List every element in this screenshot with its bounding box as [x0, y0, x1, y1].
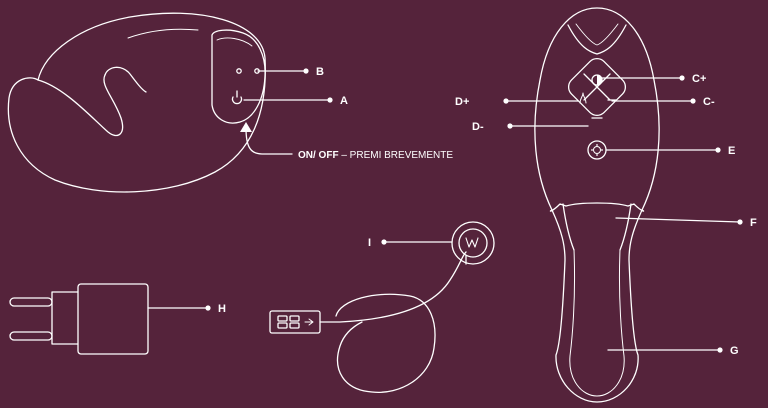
leader-Dplus-dot [503, 98, 509, 104]
leader-F [615, 217, 741, 223]
leader-G-dot [717, 347, 723, 353]
power-icon [231, 90, 243, 105]
button-cluster [567, 57, 627, 160]
onoff-arrow [245, 127, 293, 155]
label-H: H [218, 303, 226, 315]
leader-H-dot [205, 305, 211, 311]
magnetic-connector [451, 221, 495, 265]
intensity-icon [591, 74, 603, 86]
label-Dplus: D+ [455, 96, 469, 108]
label-Cminus: C- [703, 96, 715, 108]
label-I: I [368, 237, 371, 249]
onoff-note-bold: ON/ OFF [298, 150, 339, 161]
mode-icon [579, 92, 587, 104]
onoff-note: ON/ OFF – PREMI BREVEMENTE [298, 150, 453, 161]
label-Cplus: C+ [692, 73, 706, 85]
leader-E-dot [715, 147, 721, 153]
onoff-arrowhead [240, 122, 252, 132]
charger-plug [9, 283, 149, 355]
label-G: G [730, 345, 739, 357]
leader-Cminus-dot [690, 98, 696, 104]
onoff-note-rest: – PREMI BREVEMENTE [339, 150, 454, 161]
label-F: F [750, 217, 757, 229]
leader-Dminus-dot [507, 123, 513, 129]
label-B: B [316, 66, 324, 78]
leader-A-dot [327, 97, 333, 103]
label-A: A [340, 95, 348, 107]
label-E: E [728, 145, 735, 157]
device-body-left [7, 12, 266, 193]
settings-icon [591, 144, 603, 156]
label-Dminus: D- [472, 121, 484, 133]
leader-F-dot [737, 219, 743, 225]
leader-B-dot [303, 68, 309, 74]
leader-Cplus-dot [679, 75, 685, 81]
device-body-right [534, 7, 660, 403]
usb-cable [269, 251, 467, 393]
leader-I-dot [381, 239, 387, 245]
button-B-dots [236, 68, 260, 74]
